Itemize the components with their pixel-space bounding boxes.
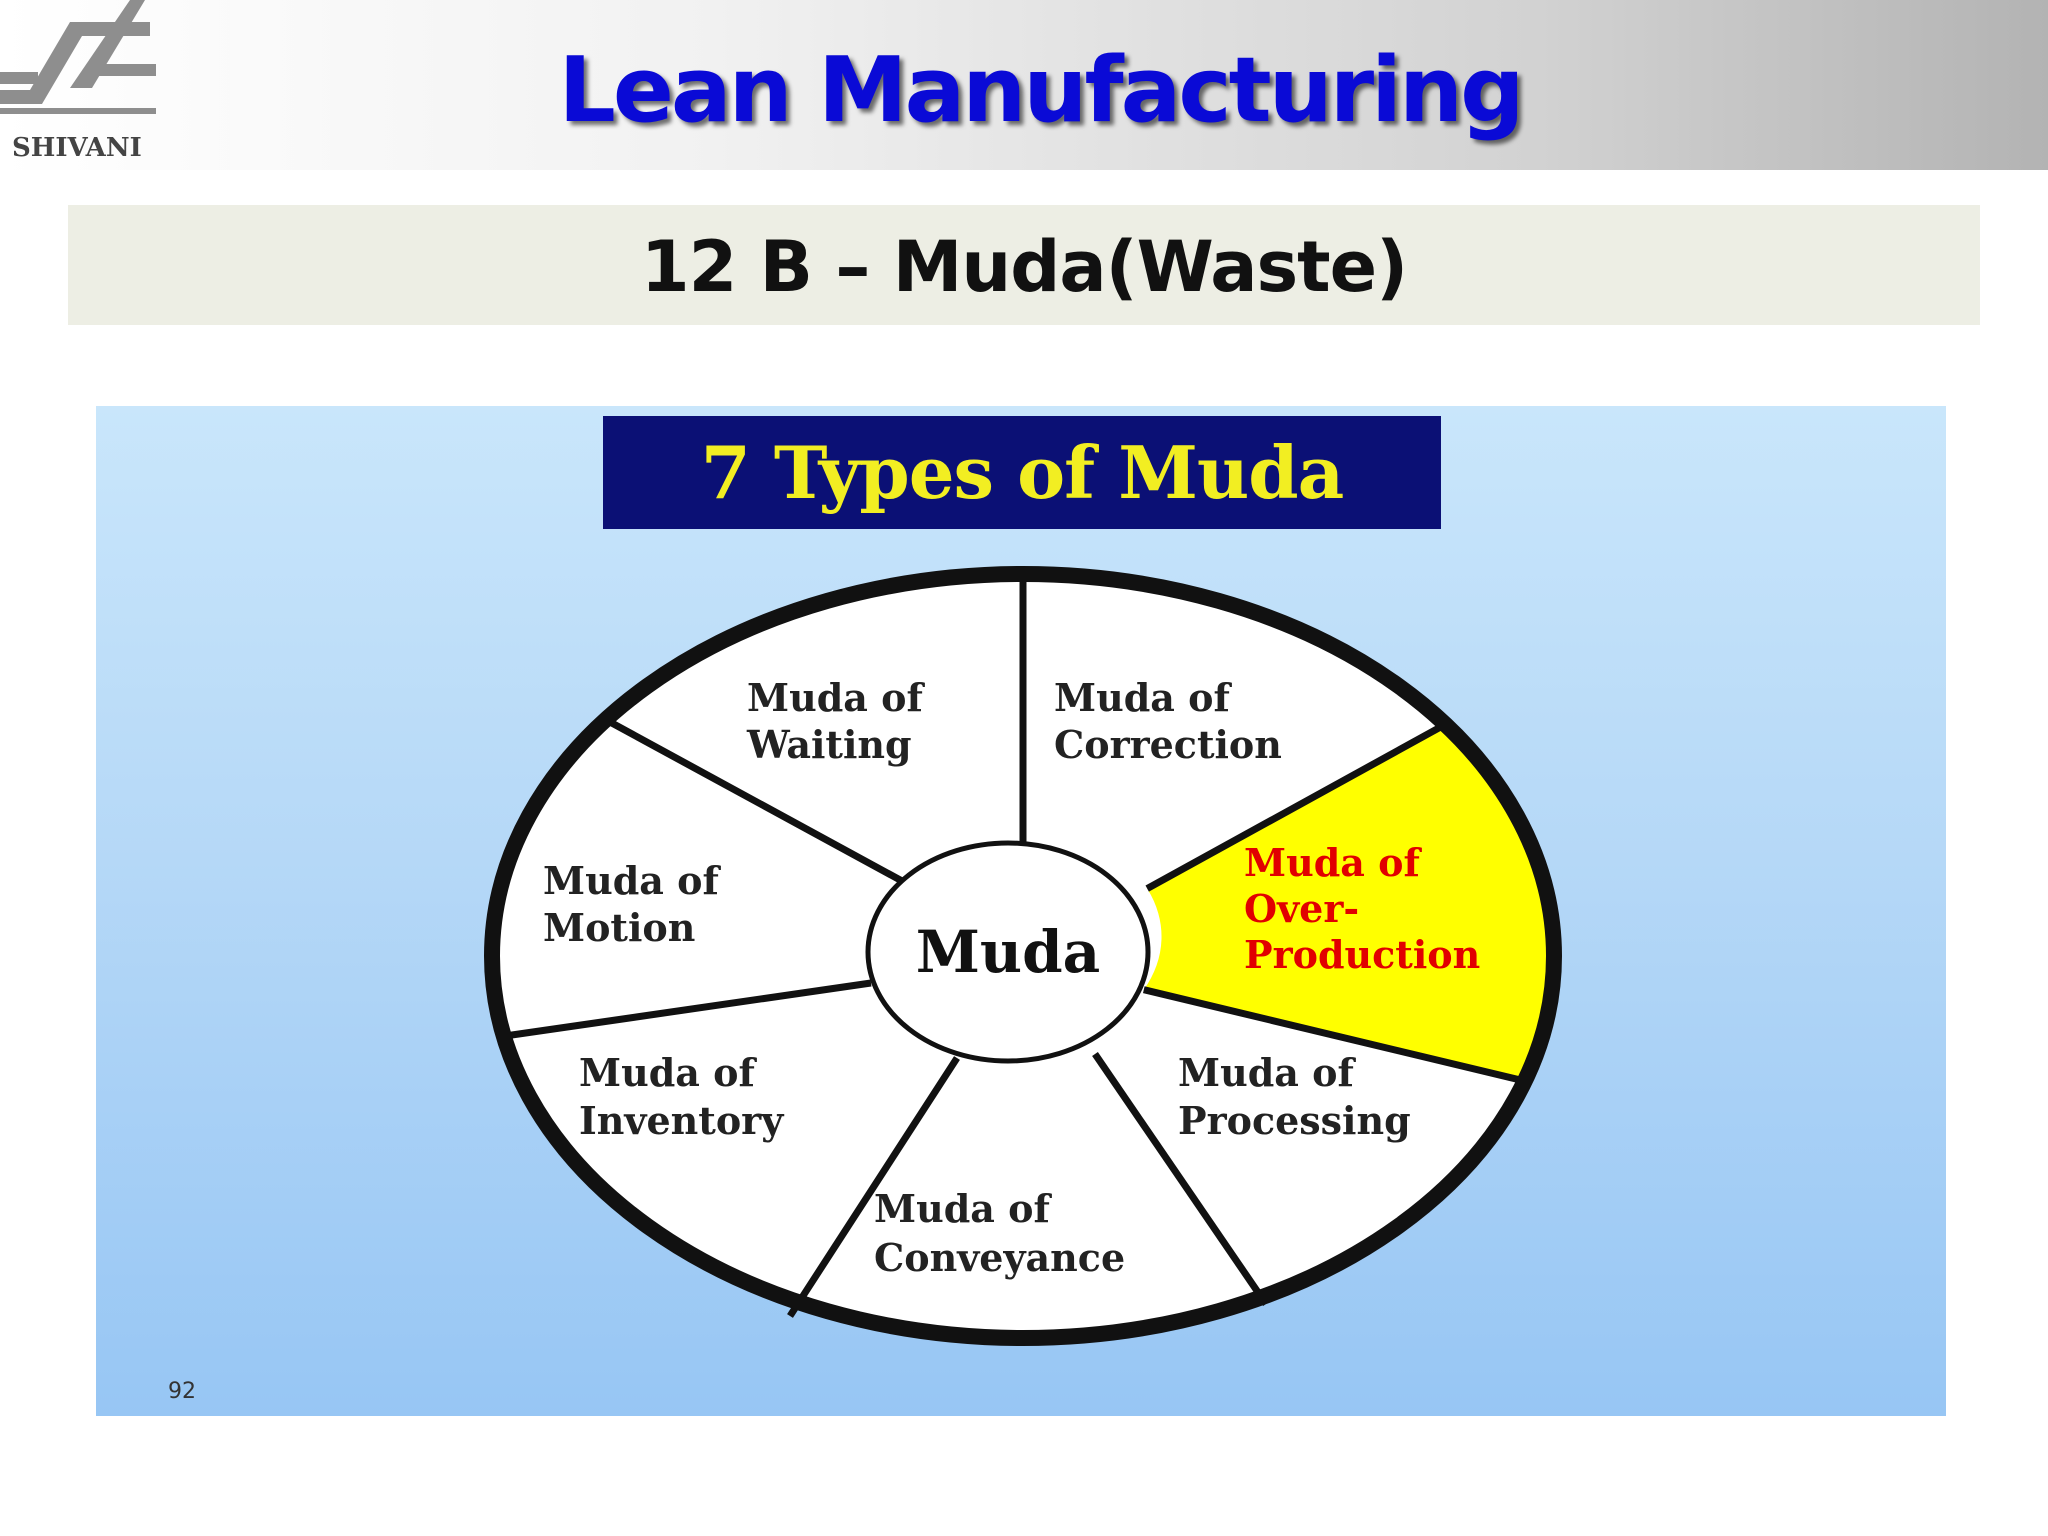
segment-dividers bbox=[504, 572, 1528, 1318]
segment-label-line: Muda of bbox=[1054, 675, 1232, 720]
diagram-panel: 7 Types of Muda Muda Muda of Waiting Mud… bbox=[96, 406, 1946, 1416]
segment-motion: Muda of Motion bbox=[543, 858, 721, 950]
segment-processing: Muda of Processing bbox=[1178, 1050, 1411, 1143]
diagram-title: 7 Types of Muda bbox=[700, 430, 1345, 515]
segment-inventory: Muda of Inventory bbox=[579, 1050, 784, 1143]
segment-label-line: Processing bbox=[1178, 1098, 1411, 1143]
center-label: Muda bbox=[916, 918, 1101, 986]
slide-subtitle: 12 B – Muda(Waste) bbox=[640, 226, 1408, 308]
muda-wheel: Muda Muda of Waiting Muda of Correction … bbox=[484, 566, 1562, 1346]
segment-label-line: Waiting bbox=[746, 722, 912, 767]
center-hub bbox=[865, 840, 1151, 1064]
segment-label-line: Muda of bbox=[874, 1186, 1052, 1231]
segment-label-line: Motion bbox=[543, 905, 695, 950]
logo-text: SHIVANI bbox=[12, 133, 142, 163]
over-production-segment bbox=[1143, 726, 1554, 1082]
segment-label-line: Muda of bbox=[543, 858, 721, 903]
segment-label-line: Over- bbox=[1244, 886, 1359, 931]
segment-correction: Muda of Correction bbox=[1054, 675, 1282, 767]
slide-header: SHIVANI Lean Manufacturing bbox=[0, 0, 2048, 170]
segment-label-line: Inventory bbox=[579, 1098, 784, 1143]
divider-line bbox=[608, 718, 904, 885]
segment-conveyance: Muda of Conveyance bbox=[874, 1186, 1125, 1280]
slide-title: Lean Manufacturing bbox=[558, 38, 1524, 143]
segment-waiting: Muda of Waiting bbox=[746, 675, 925, 767]
segment-over-production: Muda of Over- Production bbox=[1244, 840, 1480, 977]
shivani-logo: SHIVANI bbox=[0, 0, 156, 163]
segment-label-line: Conveyance bbox=[874, 1235, 1125, 1280]
divider-line bbox=[1145, 723, 1444, 892]
segment-label-line: Production bbox=[1244, 932, 1480, 977]
divider-line bbox=[1092, 1052, 1269, 1306]
segment-label-line: Muda of bbox=[1244, 840, 1422, 885]
diagram-title-box: 7 Types of Muda bbox=[603, 416, 1441, 529]
segment-label-line: Muda of bbox=[747, 675, 925, 720]
divider-line bbox=[1142, 986, 1528, 1086]
segment-label-line: Muda of bbox=[1178, 1050, 1356, 1095]
segment-label-line: Muda of bbox=[579, 1050, 757, 1095]
wheel-outer-ring bbox=[484, 566, 1562, 1346]
subtitle-band: 12 B – Muda(Waste) bbox=[68, 205, 1980, 325]
page-number: 92 bbox=[168, 1379, 196, 1404]
segment-label-line: Correction bbox=[1054, 722, 1282, 767]
divider-line bbox=[504, 979, 872, 1040]
divider-line bbox=[787, 1056, 960, 1318]
